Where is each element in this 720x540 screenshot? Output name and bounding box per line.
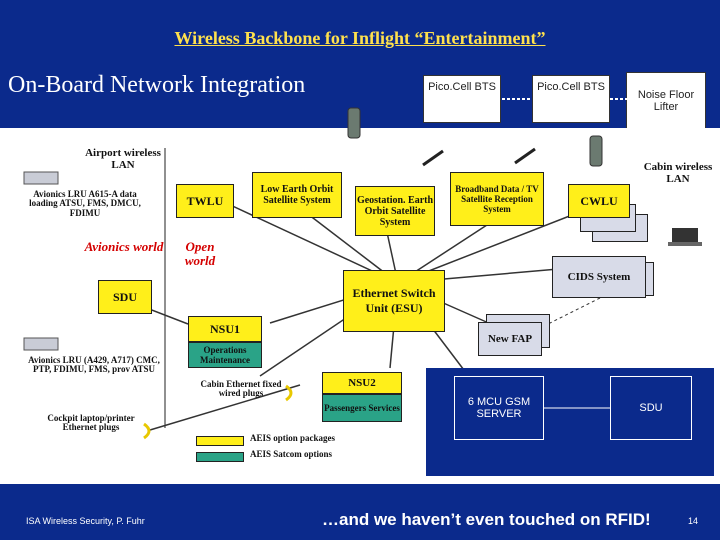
twlu-box: TWLU bbox=[176, 184, 234, 218]
pico-cell-bts-box-1: Pico.Cell BTS bbox=[423, 75, 501, 123]
cockpit-ethernet-plugs-label: Cockpit laptop/printer Ethernet plugs bbox=[47, 413, 135, 433]
slide-subtitle: On-Board Network Integration bbox=[8, 72, 306, 98]
broadband-satellite-box: Broadband Data / TV Satellite Reception … bbox=[450, 172, 544, 226]
satellite-icon bbox=[422, 149, 444, 167]
mcu-sdu-link bbox=[544, 407, 610, 409]
mobile-phone-icon-2 bbox=[589, 135, 603, 167]
pico-cell-bts-box-2: Pico.Cell BTS bbox=[532, 75, 610, 123]
cwlu-box: CWLU bbox=[568, 184, 630, 218]
cabin-ethernet-label: Cabin Ethernet fixed wired plugs bbox=[200, 379, 282, 399]
ethernet-plug-icon bbox=[143, 422, 151, 440]
cabin-wireless-lan-label: Cabin wireless LAN bbox=[643, 161, 713, 185]
legend-satcom-options-label: AEIS Satcom options bbox=[250, 449, 333, 459]
pico-link-dotted bbox=[502, 98, 628, 100]
footer-remark: …and we haven’t even touched on RFID! bbox=[322, 510, 651, 529]
satellite-icon-2 bbox=[514, 147, 536, 165]
airport-wireless-lan-label: Airport wireless LAN bbox=[85, 147, 161, 171]
new-fap-box: New FAP bbox=[478, 322, 542, 356]
gsm-panel: 6 MCU GSM SERVER SDU bbox=[426, 368, 714, 476]
noise-floor-lifter-box: Noise Floor Lifter bbox=[626, 72, 706, 130]
slide-number: 14 bbox=[688, 516, 699, 526]
legend-option-packages-label: AEIS option packages bbox=[250, 433, 336, 443]
cids-box: CIDS System bbox=[552, 256, 646, 298]
ethernet-plug-icon-2 bbox=[285, 384, 293, 402]
avionics-lru-device-icon bbox=[23, 171, 59, 185]
leo-satellite-box: Low Earth Orbit Satellite System bbox=[252, 172, 342, 218]
avionics-lru-top-label: Avionics LRU A615-A data loading ATSU, F… bbox=[29, 189, 141, 218]
operations-maintenance-box: Operations Maintenance bbox=[188, 342, 262, 368]
avionics-world-label: Avionics world bbox=[84, 239, 164, 254]
slide-title: Wireless Backbone for Inflight “Entertai… bbox=[174, 28, 546, 48]
mobile-phone-icon bbox=[347, 107, 361, 139]
mcu-gsm-server-box: 6 MCU GSM SERVER bbox=[454, 376, 544, 440]
sdu-right-box: SDU bbox=[610, 376, 692, 440]
footer-author: ISA Wireless Security, P. Fuhr bbox=[26, 516, 145, 526]
avionics-lru-bottom-label: Avionics LRU (A429, A717) CMC, PTP, FDIM… bbox=[28, 355, 160, 375]
legend-swatch-yellow bbox=[196, 436, 244, 446]
laptop-icon bbox=[668, 228, 702, 246]
nsu2-box: NSU2 bbox=[322, 372, 402, 394]
legend-swatch-teal bbox=[196, 452, 244, 462]
avionics-lru-device-icon-2 bbox=[23, 337, 59, 351]
nsu1-box: NSU1 bbox=[188, 316, 262, 342]
geo-satellite-box: Geostation. Earth Orbit Satellite System bbox=[355, 186, 435, 236]
sdu-left-box: SDU bbox=[98, 280, 152, 314]
passengers-services-box: Passengers Services bbox=[322, 394, 402, 422]
ethernet-switch-unit-box: Ethernet Switch Unit (ESU) bbox=[343, 270, 445, 332]
network-diagram: Airport wireless LAN Avionics LRU A615-A… bbox=[0, 107, 720, 484]
open-world-label: Open world bbox=[184, 239, 216, 268]
